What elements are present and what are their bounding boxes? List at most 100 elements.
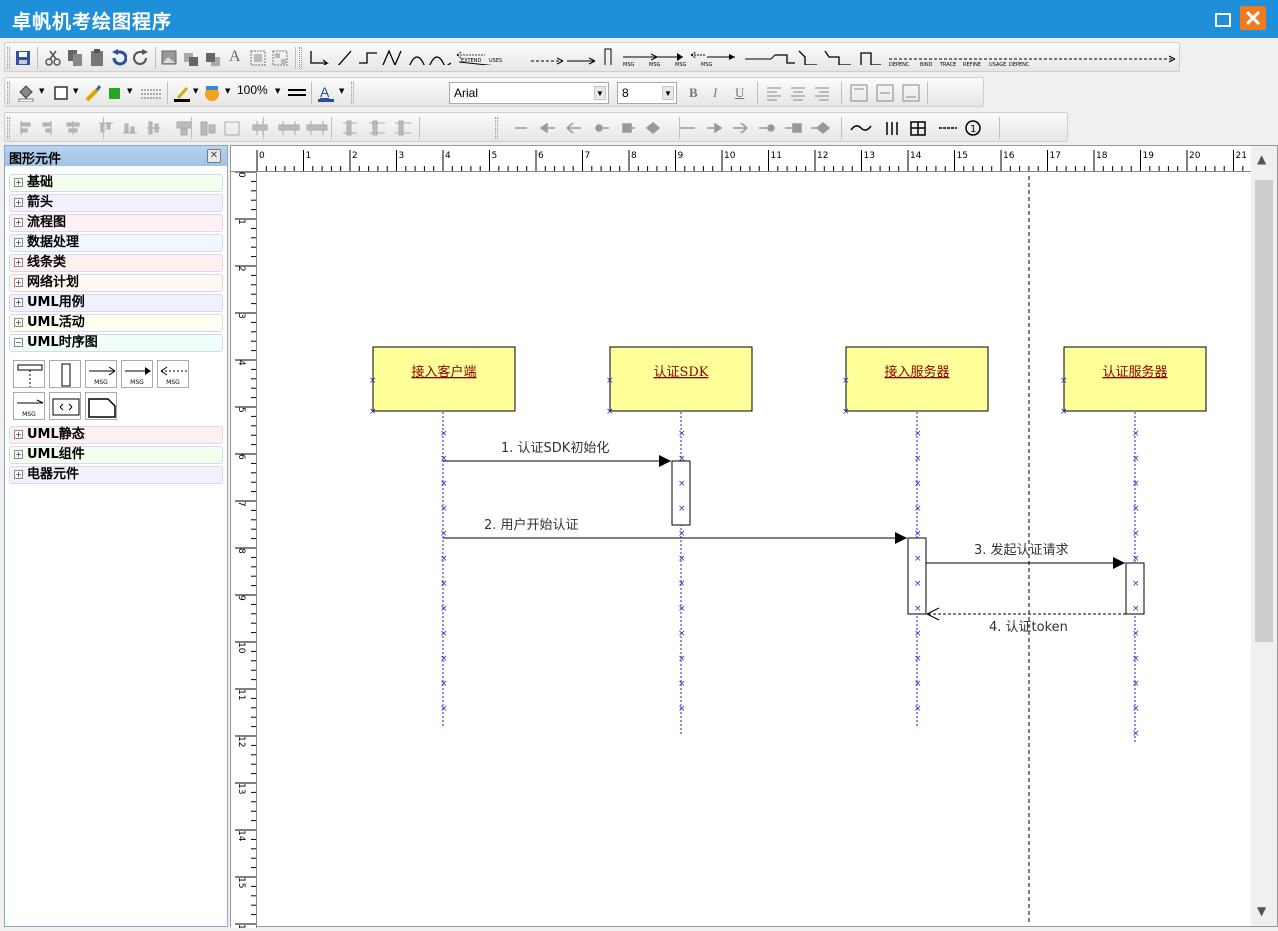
font-size-select[interactable]: 8 ▼ [617, 82, 677, 104]
collapse-icon[interactable]: − [14, 338, 23, 347]
tool-return-message[interactable]: MSG [157, 360, 189, 388]
category-uml-sequence[interactable]: −UML时序图 [9, 334, 223, 352]
zoom-value[interactable]: 100% [237, 83, 268, 97]
arrowhead-style-icons[interactable]: 1 [511, 119, 1071, 137]
dropdown-arrow-icon[interactable]: ▼ [193, 87, 199, 95]
expand-icon[interactable]: + [14, 238, 23, 247]
underline-button[interactable]: U [735, 85, 745, 100]
pen-color-icon[interactable] [173, 84, 191, 102]
text-align-icons[interactable] [765, 84, 865, 102]
tool-activation[interactable] [49, 360, 81, 388]
category-uml-static[interactable]: +UML静态 [9, 426, 223, 444]
dropdown-arrow-icon[interactable]: ▼ [662, 86, 674, 100]
expand-icon[interactable]: + [14, 198, 23, 207]
category-uml-usecase[interactable]: +UML用例 [9, 294, 223, 312]
line-style-icon[interactable] [139, 84, 163, 102]
message-1[interactable]: 1. 认证SDK初始化 [443, 441, 671, 467]
message-3[interactable]: 3. 发起认证请求 [926, 542, 1125, 569]
ruler-mark: 10 [236, 642, 246, 654]
category-data-processing[interactable]: +数据处理 [9, 234, 223, 252]
anchor-mark: × [1132, 729, 1140, 739]
tool-self-message[interactable]: MSG [13, 392, 45, 420]
expand-icon[interactable]: + [14, 470, 23, 479]
tool-object-lifeline[interactable] [13, 360, 45, 388]
image-icon[interactable] [161, 49, 177, 67]
tool-note[interactable] [85, 392, 117, 420]
activation-auth-server[interactable] [1125, 562, 1145, 615]
expand-icon[interactable]: + [14, 450, 23, 459]
copy-icon[interactable] [67, 49, 83, 67]
toolbar-standard: A EXTEND USES MSG MSG MSG MSG DEPENC BIN… [4, 42, 1180, 72]
scroll-down-icon[interactable]: ▼ [1257, 904, 1267, 918]
scrollbar-thumb[interactable] [1255, 180, 1273, 642]
vertical-align-icons[interactable] [849, 84, 959, 102]
bold-button[interactable]: B [689, 85, 698, 100]
dropdown-arrow-icon[interactable]: ▼ [339, 87, 345, 95]
align-distribute-icons[interactable] [17, 119, 497, 137]
cut-icon[interactable] [45, 49, 61, 67]
expand-icon[interactable]: + [14, 298, 23, 307]
message-4[interactable]: 4. 认证token [926, 607, 1126, 635]
category-electrical[interactable]: +电器元件 [9, 466, 223, 484]
paste-icon[interactable] [89, 49, 105, 67]
object-access-server[interactable]: 接入服务器 [845, 346, 989, 412]
message-2[interactable]: 2. 用户开始认证 [443, 517, 907, 544]
font-name-select[interactable]: Arial ▼ [449, 82, 609, 104]
brush-icon[interactable] [85, 84, 101, 102]
msg-label-3: MSG [675, 62, 687, 68]
expand-icon[interactable]: + [14, 430, 23, 439]
tool-sync-message[interactable]: MSG [121, 360, 153, 388]
font-color-icon[interactable]: A [317, 84, 335, 102]
line-box-icon[interactable] [53, 84, 69, 102]
expand-icon[interactable]: + [14, 218, 23, 227]
ruler-mark: 1 [306, 151, 312, 161]
group-icon[interactable] [249, 49, 267, 67]
send-back-icon[interactable] [205, 49, 221, 67]
maximize-button[interactable] [1209, 6, 1235, 30]
uml-connector-palette[interactable] [305, 47, 1185, 65]
expand-icon[interactable]: + [14, 178, 23, 187]
ungroup-icon[interactable] [271, 49, 289, 67]
category-basic[interactable]: +基础 [9, 174, 223, 192]
dropdown-arrow-icon[interactable]: ▼ [275, 87, 281, 95]
undo-icon[interactable] [111, 49, 127, 67]
object-auth-server[interactable]: 认证服务器 [1063, 346, 1207, 412]
activation-sdk[interactable] [671, 460, 691, 526]
line-weight-icon[interactable] [287, 84, 307, 102]
italic-button[interactable]: I [713, 85, 718, 100]
anchor-mark: × [1132, 704, 1140, 714]
vertical-scrollbar[interactable]: ▲ ▼ [1251, 146, 1277, 926]
expand-icon[interactable]: + [14, 318, 23, 327]
category-uml-activity[interactable]: +UML活动 [9, 314, 223, 332]
dropdown-arrow-icon[interactable]: ▼ [73, 87, 79, 95]
bring-front-icon[interactable] [183, 49, 199, 67]
shadow-color-icon[interactable] [107, 84, 123, 102]
category-uml-component[interactable]: +UML组件 [9, 446, 223, 464]
dropdown-arrow-icon[interactable]: ▼ [225, 87, 231, 95]
category-network-plan[interactable]: +网络计划 [9, 274, 223, 292]
save-icon[interactable] [15, 49, 31, 67]
toolbar-grip[interactable] [7, 47, 10, 69]
redo-icon[interactable] [133, 49, 149, 67]
toolbar-align: 1 [4, 112, 1068, 142]
dropdown-arrow-icon[interactable]: ▼ [127, 87, 133, 95]
category-flowchart[interactable]: +流程图 [9, 214, 223, 232]
text-tool-icon[interactable]: A [229, 48, 241, 65]
category-lines[interactable]: +线条类 [9, 254, 223, 272]
close-button[interactable] [1240, 6, 1266, 30]
panel-close-button[interactable]: ✕ [207, 149, 221, 163]
object-client[interactable]: 接入客户端 [372, 346, 516, 412]
object-sdk[interactable]: 认证SDK [609, 346, 753, 412]
gradient-icon[interactable] [203, 84, 221, 102]
category-arrows[interactable]: +箭头 [9, 194, 223, 212]
expand-icon[interactable]: + [14, 258, 23, 267]
expand-icon[interactable]: + [14, 278, 23, 287]
tool-message[interactable]: MSG [85, 360, 117, 388]
dropdown-arrow-icon[interactable]: ▼ [594, 86, 606, 100]
activation-access-server[interactable] [907, 537, 927, 615]
tool-frame[interactable] [49, 392, 81, 420]
dropdown-arrow-icon[interactable]: ▼ [39, 87, 45, 95]
fill-bucket-icon[interactable] [17, 84, 35, 102]
scroll-up-icon[interactable]: ▲ [1257, 152, 1267, 166]
